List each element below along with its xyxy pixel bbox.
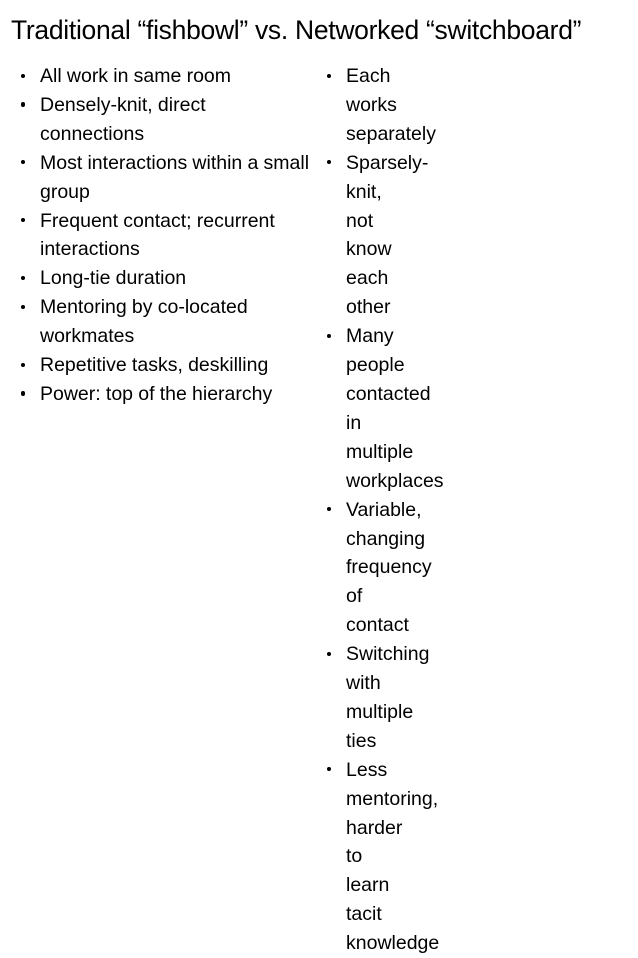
- list-item: Switching with multiple ties: [324, 640, 429, 756]
- bullet-dot-icon: [21, 362, 26, 367]
- list-item: Mentoring by co-located workmates: [18, 293, 314, 351]
- list-item: Long-tie duration: [18, 264, 314, 293]
- list-item: Each works separately: [324, 62, 436, 149]
- bullet-dot-icon: [21, 304, 26, 309]
- bullet-dot-icon: [21, 391, 26, 396]
- list-item: Variable, changing frequency of contact: [324, 496, 432, 641]
- page-title: Traditional “fishbowl” vs. Networked “sw…: [11, 15, 582, 45]
- list-item-label: Mentoring by co-located workmates: [40, 296, 248, 348]
- bullet-dot-icon: [327, 333, 332, 338]
- list-item: Densely-knit, direct connections: [18, 91, 314, 149]
- column-networked-switchboard: Each works separately Sparsely-knit, not…: [0, 62, 444, 958]
- list-item: Less mentoring, harder to learn tacit kn…: [324, 756, 439, 958]
- list-item: All work in same room: [18, 62, 314, 91]
- list-item: Power: top of the hierarchy: [18, 380, 314, 409]
- bullet-dot-icon: [327, 73, 332, 78]
- column-traditional-fishbowl: All work in same room Densely-knit, dire…: [0, 62, 318, 409]
- bullet-dot-icon: [327, 507, 332, 512]
- list-item-label: All work in same room: [40, 65, 232, 87]
- list-item: Repetitive tasks, deskilling: [18, 351, 314, 380]
- list-item-label: Power: top of the hierarchy: [40, 382, 273, 405]
- bullet-list-left: All work in same room Densely-knit, dire…: [18, 62, 314, 409]
- list-item-label: Frequent contact; recurrent interactions: [40, 209, 275, 261]
- bullet-dot-icon: [21, 160, 26, 165]
- bullet-dot-icon: [21, 73, 26, 78]
- list-item-label: Most interactions within a small group: [40, 151, 310, 203]
- two-column-body: All work in same room Densely-knit, dire…: [0, 62, 638, 954]
- bullet-dot-icon: [327, 160, 332, 165]
- bullet-dot-icon: [21, 275, 26, 281]
- list-item: Sparsely-knit, not know each other: [324, 149, 428, 322]
- list-item: Many people contacted in multiple workpl…: [324, 322, 444, 495]
- bullet-dot-icon: [327, 767, 332, 772]
- list-item: Most interactions within a small group: [18, 149, 314, 207]
- bullet-dot-icon: [21, 218, 26, 223]
- list-item: Frequent contact; recurrent interactions: [18, 207, 314, 265]
- slide: Traditional “fishbowl” vs. Networked “sw…: [0, 15, 638, 955]
- list-item-label: Long-tie duration: [40, 267, 187, 290]
- list-item-label: Repetitive tasks, deskilling: [40, 354, 269, 377]
- bullet-dot-icon: [327, 651, 332, 656]
- bullet-dot-icon: [21, 102, 26, 107]
- list-item-label: Densely-knit, direct connections: [40, 93, 206, 145]
